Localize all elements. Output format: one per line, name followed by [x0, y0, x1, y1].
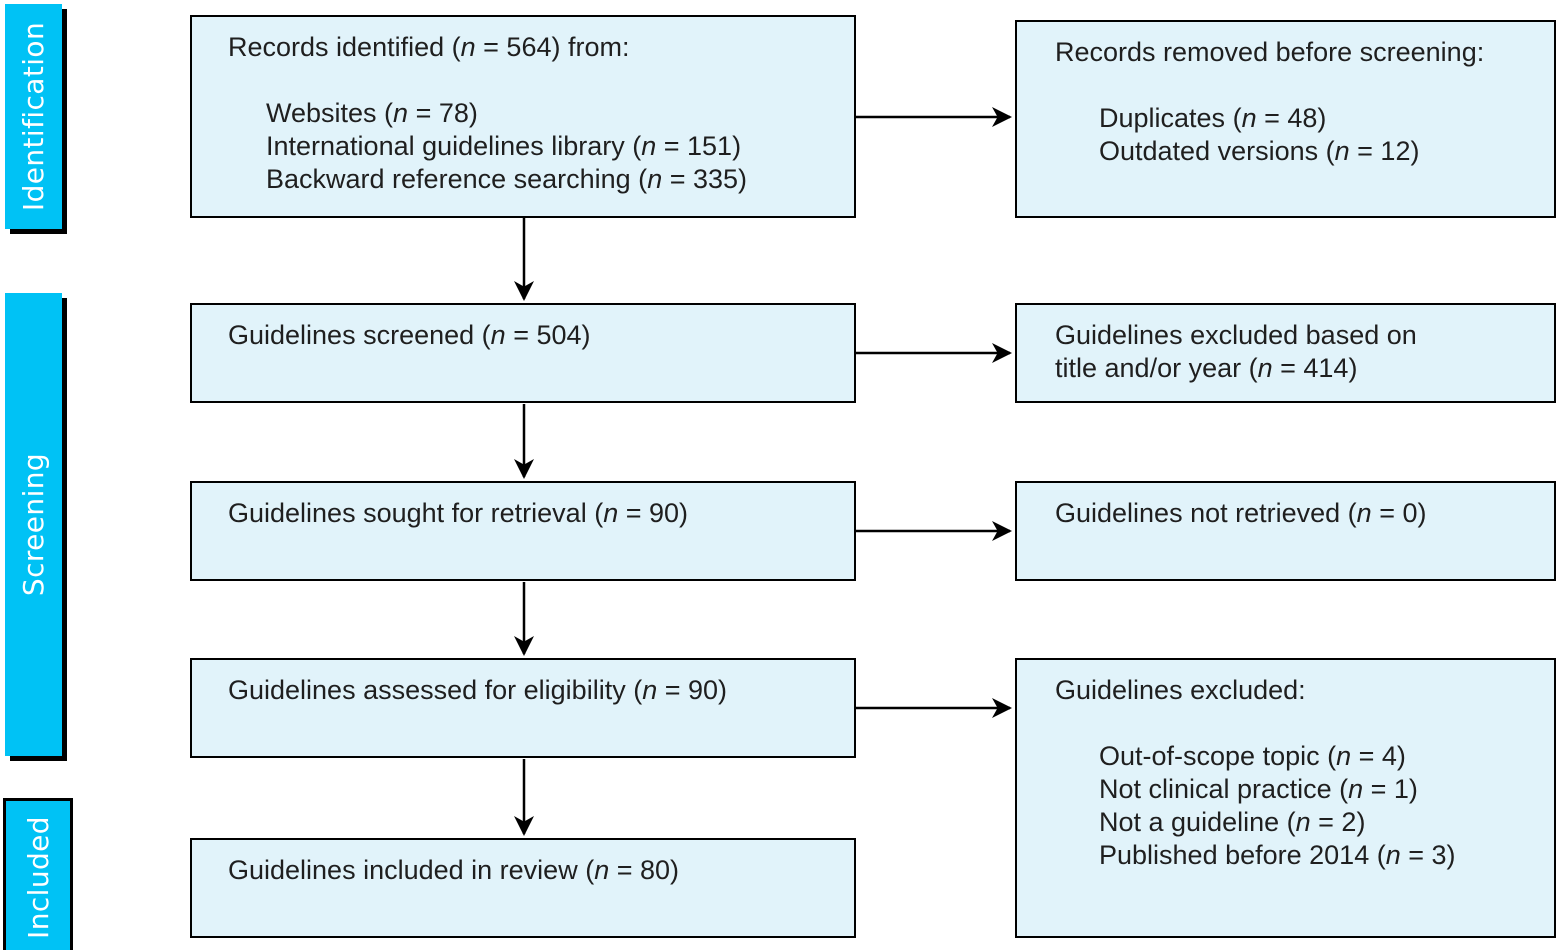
box-guidelines-screened-text: Guidelines screened (n = 504)	[228, 320, 591, 350]
list-item: Not clinical practice (n = 1)	[1099, 774, 1418, 804]
box-excluded-title-year-text: Guidelines excluded based on title and/o…	[1055, 320, 1417, 383]
box-guidelines-excluded-title: Guidelines excluded:	[1055, 675, 1306, 705]
list-item: Backward reference searching (n = 335)	[266, 164, 748, 194]
stage-label-identification: Identification	[5, 4, 62, 229]
stage-label-identification-text: Identification	[17, 21, 50, 212]
box-records-identified-items: Websites (n = 78) International guidelin…	[266, 97, 836, 196]
box-not-retrieved: Guidelines not retrieved (n = 0)	[1015, 481, 1556, 581]
stage-label-included-text: Included	[21, 815, 55, 939]
list-item: Published before 2014 (n = 3)	[1099, 840, 1456, 870]
stage-label-screening-text: Screening	[17, 452, 51, 597]
box-records-removed-items: Duplicates (n = 48) Outdated versions (n…	[1099, 102, 1536, 168]
box-guidelines-excluded-items: Out-of-scope topic (n = 4) Not clinical …	[1099, 740, 1536, 872]
list-item: Duplicates (n = 48)	[1099, 103, 1327, 133]
box-guidelines-sought-text: Guidelines sought for retrieval (n = 90)	[228, 498, 689, 528]
list-item: Outdated versions (n = 12)	[1099, 136, 1420, 166]
stage-label-screening: Screening	[5, 293, 62, 756]
box-records-identified-title: Records identified (n = 564) from:	[228, 32, 630, 62]
list-item: International guidelines library (n = 15…	[266, 131, 742, 161]
box-guidelines-sought: Guidelines sought for retrieval (n = 90)	[190, 481, 856, 581]
box-records-removed: Records removed before screening: Duplic…	[1015, 20, 1556, 218]
box-guidelines-screened: Guidelines screened (n = 504)	[190, 303, 856, 403]
box-guidelines-included-text: Guidelines included in review (n = 80)	[228, 855, 680, 885]
list-item: Websites (n = 78)	[266, 98, 478, 128]
box-guidelines-assessed: Guidelines assessed for eligibility (n =…	[190, 658, 856, 758]
list-item: Not a guideline (n = 2)	[1099, 807, 1366, 837]
box-excluded-title-year: Guidelines excluded based on title and/o…	[1015, 303, 1556, 403]
box-guidelines-assessed-text: Guidelines assessed for eligibility (n =…	[228, 675, 728, 705]
box-not-retrieved-text: Guidelines not retrieved (n = 0)	[1055, 498, 1427, 528]
stage-label-included: Included	[3, 798, 73, 950]
list-item: Out-of-scope topic (n = 4)	[1099, 741, 1406, 771]
box-records-removed-title: Records removed before screening:	[1055, 37, 1485, 67]
box-guidelines-included: Guidelines included in review (n = 80)	[190, 838, 856, 938]
box-records-identified: Records identified (n = 564) from: Websi…	[190, 15, 856, 218]
box-guidelines-excluded: Guidelines excluded: Out-of-scope topic …	[1015, 658, 1556, 938]
